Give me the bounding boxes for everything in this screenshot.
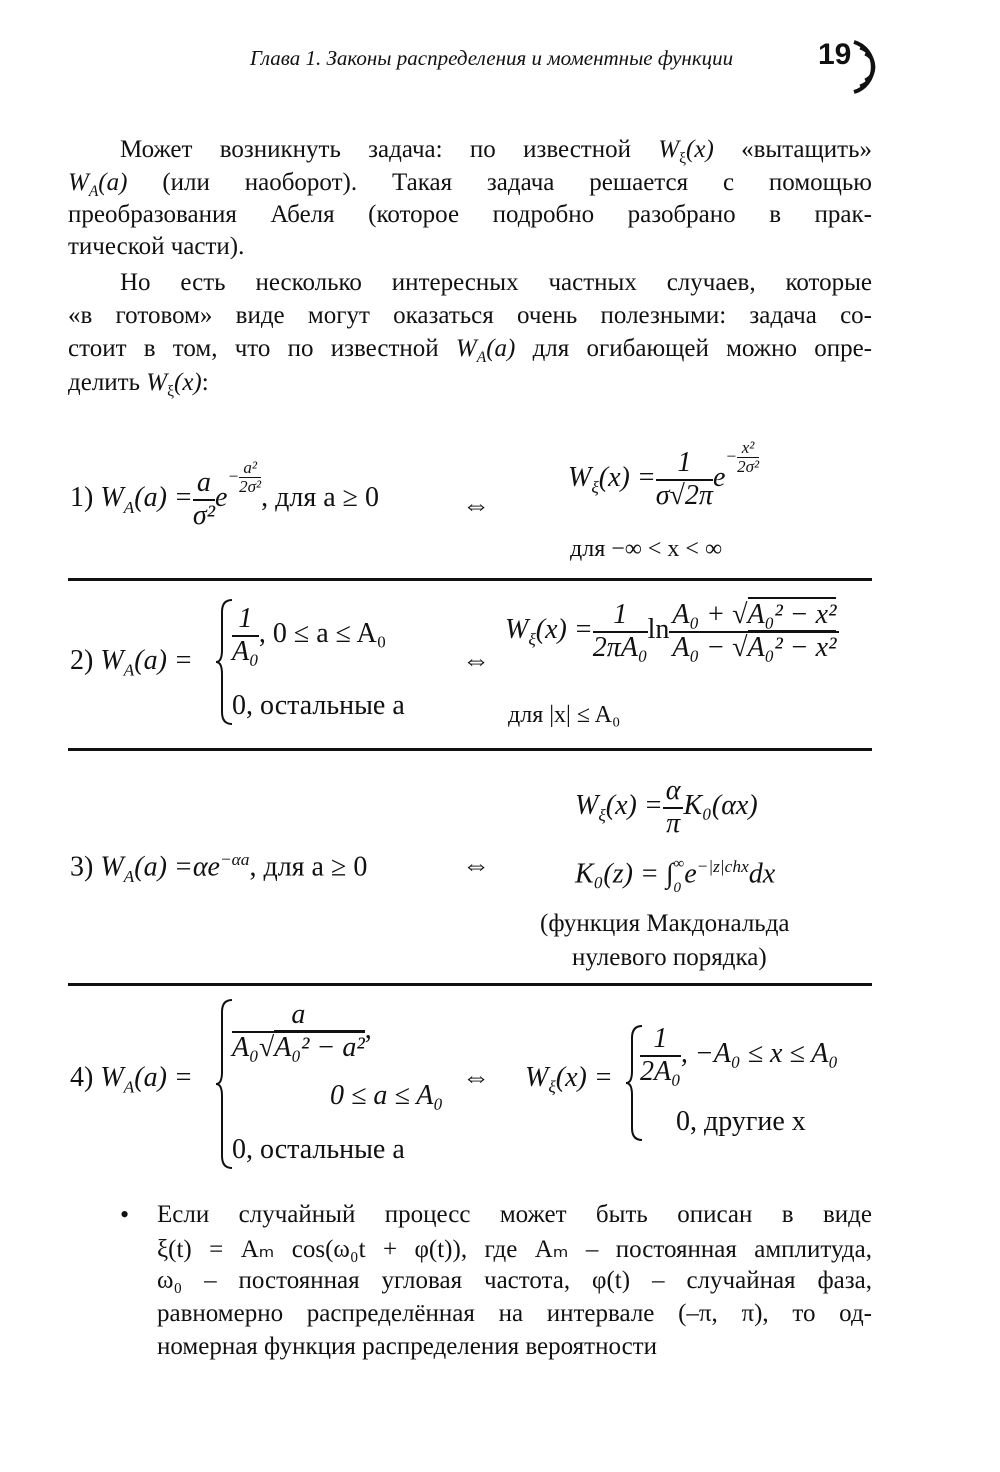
left-brace-icon xyxy=(215,999,233,1169)
formula-2-case-2: 0, остальные a xyxy=(232,690,405,721)
text-line: стоит в том, что по известной WA(a) для … xyxy=(68,335,872,366)
text-line: преобразования Абеля (которое подробно р… xyxy=(68,201,872,228)
text-line: равномерно распределённая на интервале (… xyxy=(157,1300,872,1327)
text-line: тической части). xyxy=(68,233,245,260)
divider xyxy=(68,578,872,581)
formula-4-case-2: 0, остальные a xyxy=(232,1134,405,1165)
formula-4-rhs: Wξ(x) = xyxy=(525,1062,613,1097)
formula-2-lhs: 2) WA(a) = xyxy=(70,645,193,680)
text-line: номерная функция распределения вероятнос… xyxy=(157,1333,657,1360)
divider xyxy=(68,748,872,751)
equivalence-arrow: ⇔ xyxy=(462,490,490,521)
formula-3-lhs: 3) WA(a) =αe−αa, для a ≥ 0 xyxy=(70,850,368,886)
equivalence-arrow: ⇔ xyxy=(462,645,490,676)
text-line: ξ(t) = Aₘ cos(ω₀t + φ(t)), где Aₘ – пост… xyxy=(157,1236,872,1263)
text-line: делить Wξ(x): xyxy=(68,369,209,400)
bullet-icon: • xyxy=(120,1200,130,1229)
formula-4-case-1-condition: 0 ≤ a ≤ A₀ xyxy=(330,1080,444,1111)
formula-4-rhs-case-2: 0, другие x xyxy=(676,1106,806,1137)
formula-4-lhs: 4) WA(a) = xyxy=(70,1062,193,1097)
left-brace-icon xyxy=(625,1025,643,1141)
left-brace-icon xyxy=(215,599,233,725)
formula-1-condition: для −∞ < x < ∞ xyxy=(570,536,723,562)
text-line: Но есть несколько интересных частных слу… xyxy=(120,269,872,296)
divider xyxy=(68,983,872,986)
text-line: «в готовом» виде могут оказаться очень п… xyxy=(68,302,872,329)
publisher-spiral-icon xyxy=(853,40,876,94)
formula-3-note-line-1: (функция Макдональда xyxy=(540,910,790,937)
text-line: WA(a) (или наоборот). Такая задача решае… xyxy=(68,169,872,200)
equivalence-arrow: ⇔ xyxy=(462,1062,490,1093)
formula-2-condition: для |x| ≤ A₀ xyxy=(508,702,621,728)
formula-3-note-line-2: нулевого порядка) xyxy=(572,944,767,971)
text-line: Если случайный процесс может быть описан… xyxy=(157,1201,872,1228)
text-line: Может возникнуть задача: по известной Wξ… xyxy=(120,136,872,167)
page-number: 19 xyxy=(818,38,852,71)
running-header: Глава 1. Законы распределения и моментны… xyxy=(250,46,734,70)
equivalence-arrow: ⇔ xyxy=(462,850,490,881)
text-line: ω₀ – постоянная угловая частота, φ(t) – … xyxy=(157,1267,872,1294)
